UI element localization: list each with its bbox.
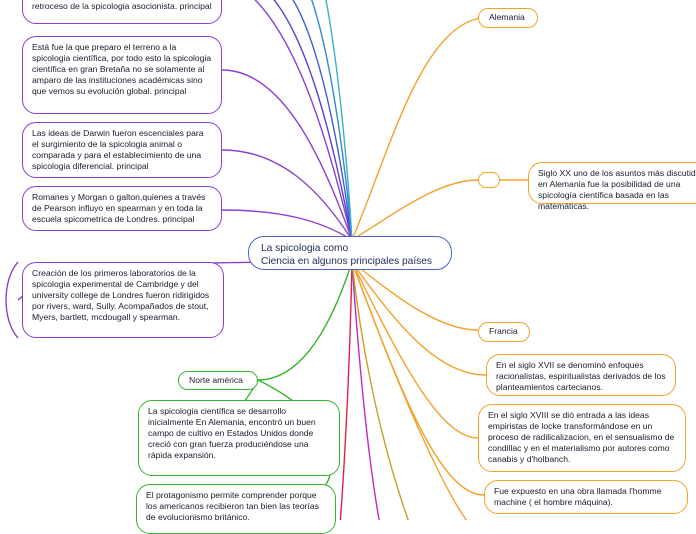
connector-xvii — [351, 261, 487, 376]
node-retroceso-text: retroceso de la spicologia asocionista. … — [32, 1, 212, 11]
connector-siglo-xx-stub — [351, 179, 479, 241]
node-romanes[interactable]: Romanes y Morgan o galton,quienes a trav… — [22, 186, 222, 231]
connector-down-magenta — [351, 261, 380, 520]
connector-laboratorios-bracket — [5, 261, 19, 339]
node-inicialmente[interactable]: La spicologia científica se desarrollo i… — [138, 400, 340, 476]
connector-alemania — [351, 17, 481, 241]
node-laboratorios[interactable]: Creación de los primeros laboratorios de… — [22, 262, 224, 338]
node-homme-machine[interactable]: Fue expuesto en una obra llamada l'homme… — [484, 480, 688, 514]
connector-francia — [351, 261, 479, 331]
central-topic[interactable]: La spicologia como Ciencia en algunos pr… — [248, 236, 452, 270]
node-siglo-xvii-text: En el siglo XVII se denominó enfoques ra… — [496, 360, 666, 392]
topic-norte-america[interactable]: Norte américa — [178, 371, 258, 390]
connector-left-top-5 — [325, 0, 353, 241]
connector-preparo — [221, 69, 353, 241]
node-siglo-xvii[interactable]: En el siglo XVII se denominó enfoques ra… — [486, 354, 676, 396]
node-inicialmente-text: La spicologia científica se desarrollo i… — [148, 406, 316, 460]
connector-left-top-3 — [292, 0, 353, 241]
topic-alemania[interactable]: Alemania — [478, 8, 538, 28]
node-preparo-text: Está fue la que preparo el terreno a la … — [32, 42, 212, 96]
connector-homme — [351, 261, 485, 496]
topic-francia-label: Francia — [489, 326, 518, 336]
topic-francia[interactable]: Francia — [478, 322, 530, 342]
connector-right-bottom — [351, 261, 468, 520]
node-preparo[interactable]: Está fue la que preparo el terreno a la … — [22, 36, 222, 114]
central-topic-line2: Ciencia en algunos principales países — [261, 256, 433, 267]
node-darwin[interactable]: Las ideas de Darwin fueron escenciales p… — [22, 122, 222, 178]
central-topic-line1: La spicologia como — [261, 243, 349, 254]
node-siglo-xviii-text: En el siglo XVIII se dió entrada a las i… — [488, 410, 675, 464]
node-homme-machine-text: Fue expuesto en una obra llamada l'homme… — [494, 486, 662, 507]
connector-xviii — [351, 261, 479, 439]
connector-romanes — [221, 209, 353, 241]
topic-norte-america-label: Norte américa — [189, 375, 243, 385]
connector-darwin — [221, 149, 353, 241]
node-siglo-xviii[interactable]: En el siglo XVIII se dió entrada a las i… — [478, 404, 686, 472]
node-darwin-text: Las ideas de Darwin fueron escenciales p… — [32, 128, 204, 171]
connector-down-red — [339, 261, 353, 520]
connector-norte-america — [257, 261, 353, 381]
connector-left-top — [254, 0, 353, 241]
topic-alemania-label: Alemania — [489, 12, 525, 22]
node-retroceso[interactable]: retroceso de la spicologia asocionista. … — [22, 0, 222, 24]
topic-untitled-orange[interactable] — [478, 172, 500, 188]
node-protagonismo[interactable]: El protagonismo permite comprender porqu… — [136, 484, 336, 534]
node-protagonismo-text: El protagonismo permite comprender porqu… — [146, 490, 319, 522]
node-laboratorios-text: Creación de los primeros laboratorios de… — [32, 268, 210, 322]
connector-left-top-4 — [310, 0, 353, 241]
connector-down-2 — [351, 261, 409, 520]
node-romanes-text: Romanes y Morgan o galton,quienes a trav… — [32, 192, 206, 224]
connector-left-top-2 — [273, 0, 353, 241]
node-siglo-xx[interactable]: Siglo XX uno de los asuntos más discutid… — [528, 162, 696, 211]
node-siglo-xx-text: Siglo XX uno de los asuntos más discutid… — [538, 168, 696, 211]
